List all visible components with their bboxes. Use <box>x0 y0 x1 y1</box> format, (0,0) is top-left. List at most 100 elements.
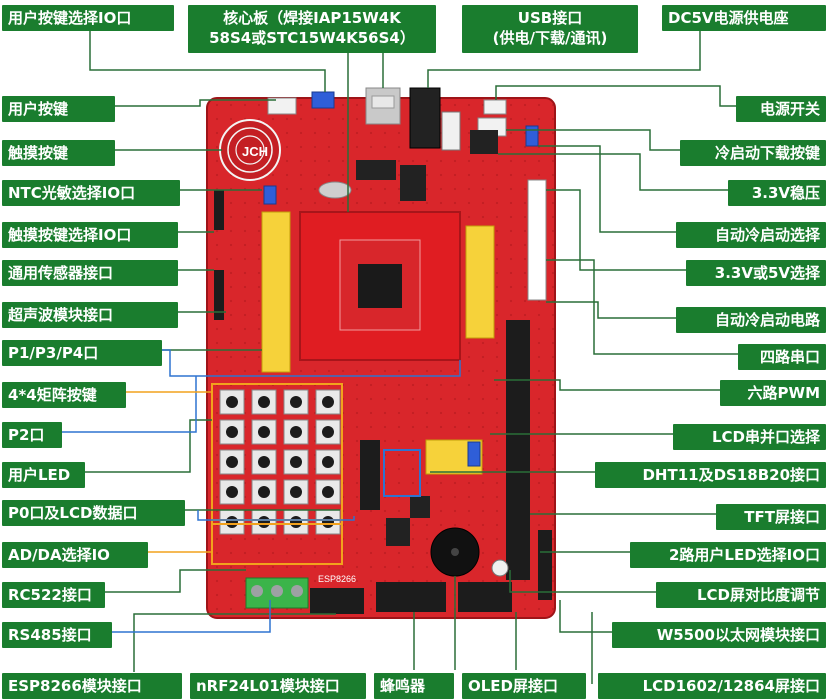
power-button <box>483 99 507 115</box>
leader-lines <box>85 15 738 684</box>
terminal-screw-1 <box>251 585 263 597</box>
matrix-keypad <box>219 389 341 535</box>
ntc-jumper <box>263 185 277 205</box>
crystal <box>318 181 352 199</box>
keypad-key-cap <box>290 486 302 498</box>
esp8266-header <box>310 588 364 614</box>
keypad-key-cap <box>322 426 334 438</box>
label-33-5v-select: 3.3V或5V选择 <box>686 260 826 286</box>
label-dc5v: DC5V电源供电座 <box>662 5 826 31</box>
keypad-key-cap <box>226 516 238 528</box>
label-touch-key: 触摸按键 <box>2 140 115 166</box>
mcu-chip <box>358 264 402 308</box>
dc-jack <box>409 87 441 149</box>
keypad-key-cap <box>290 426 302 438</box>
keypad-key-cap <box>258 396 270 408</box>
auto-cold-jumper <box>525 125 539 147</box>
label-tft-port: TFT屏接口 <box>716 504 826 530</box>
matrix-highlight <box>211 383 343 525</box>
label-touch-key-select: 触摸按键选择IO口 <box>2 222 178 248</box>
label-oled-port: OLED屏接口 <box>462 673 586 699</box>
keypad-key-cap <box>322 516 334 528</box>
label-ultrasonic-port: 超声波模块接口 <box>2 302 178 328</box>
label-p2-port: P2口 <box>2 422 62 448</box>
keypad-key <box>315 509 341 535</box>
nrf24l01-header <box>376 582 446 612</box>
label-rc522-port: RC522接口 <box>2 582 105 608</box>
label-lcd-serial-select: LCD串并口选择 <box>673 424 826 450</box>
smd-chip-1 <box>356 160 396 180</box>
keypad-key-cap <box>290 396 302 408</box>
label-six-pwm: 六路PWM <box>720 380 826 406</box>
label-user-key-select-io: 用户按键选择IO口 <box>2 5 174 31</box>
keypad-key-cap <box>290 516 302 528</box>
label-core-board: 核心板（焊接IAP15W4K 58S4或STC15W4K56S4） <box>188 5 436 53</box>
lcd-header <box>538 530 552 600</box>
keypad-key-cap <box>322 456 334 468</box>
keypad-key <box>219 419 245 445</box>
mid-ic <box>386 518 410 546</box>
contrast-pot <box>491 559 509 577</box>
keypad-key-cap <box>322 396 334 408</box>
keypad-key-cap <box>322 486 334 498</box>
label-core-board-line1: 核心板（焊接IAP15W4K <box>223 9 401 27</box>
label-dht11-ds18b20: DHT11及DS18B20接口 <box>595 462 826 488</box>
brand-silkscreen: JCH <box>242 144 268 159</box>
keypad-key-cap <box>226 486 238 498</box>
label-usb: USB接口 (供电/下载/通讯) <box>462 5 638 53</box>
regulator <box>470 130 498 154</box>
dht11-jumper <box>467 441 481 467</box>
usb-socket-inner <box>371 95 395 109</box>
keypad-key-cap <box>258 516 270 528</box>
tft-header <box>506 320 530 580</box>
esp-silkscreen: ESP8266 <box>318 574 356 584</box>
dht-highlight <box>383 449 421 497</box>
keypad-key <box>315 389 341 415</box>
label-lcd1602-12864: LCD1602/12864屏接口 <box>598 673 826 699</box>
label-usb-line1: USB接口 <box>517 9 583 27</box>
label-w5500-port: W5500以太网模块接口 <box>612 622 826 648</box>
label-esp8266-port: ESP8266模块接口 <box>2 673 182 699</box>
label-core-board-line2: 58S4或STC15W4K56S4） <box>209 29 415 47</box>
user-key-button <box>267 97 297 115</box>
left-black-header <box>214 190 224 230</box>
label-buzzer: 蜂鸣器 <box>374 673 454 699</box>
keypad-key-cap <box>290 456 302 468</box>
smd-chip-2 <box>400 165 426 201</box>
left-black-header-2 <box>214 270 224 320</box>
user-key-jumper <box>311 91 335 109</box>
label-cold-start-key: 冷启动下载按键 <box>680 140 826 166</box>
right-yellow-header <box>465 225 495 339</box>
keypad-key-cap <box>258 456 270 468</box>
label-four-uart: 四路串口 <box>738 344 826 370</box>
label-auto-cold-select: 自动冷启动选择 <box>676 222 826 248</box>
label-auto-cold-circuit: 自动冷启动电路 <box>676 307 826 333</box>
label-nrf24l01-port: nRF24L01模块接口 <box>190 673 366 699</box>
blue-leaders <box>62 349 461 633</box>
label-ntc-select: NTC光敏选择IO口 <box>2 180 180 206</box>
terminal-screw-3 <box>291 585 303 597</box>
label-rs485-port: RS485接口 <box>2 622 112 648</box>
label-lcd-contrast: LCD屏对比度调节 <box>656 582 826 608</box>
buzzer-hole <box>451 548 459 556</box>
mid-ic-2 <box>410 496 430 518</box>
label-ad-da-select: AD/DA选择IO <box>2 542 148 568</box>
label-p1p3p4: P1/P3/P4口 <box>2 340 162 366</box>
oled-header <box>458 582 512 612</box>
label-two-led-select: 2路用户LED选择IO口 <box>630 542 826 568</box>
keypad-key-cap <box>258 486 270 498</box>
label-sensor-port: 通用传感器接口 <box>2 260 178 286</box>
keypad-key-cap <box>258 426 270 438</box>
terminal-screw-2 <box>271 585 283 597</box>
keypad-key-cap <box>226 456 238 468</box>
label-user-led: 用户LED <box>2 462 85 488</box>
uart-header <box>527 179 547 301</box>
label-usb-line2: (供电/下载/通讯) <box>492 29 608 47</box>
vertical-header-mid <box>360 440 380 510</box>
label-reg-3v3: 3.3V稳压 <box>728 180 826 206</box>
p1-p3-p4-header <box>261 211 291 373</box>
keypad-key-cap <box>226 396 238 408</box>
label-power-switch: 电源开关 <box>736 96 826 122</box>
